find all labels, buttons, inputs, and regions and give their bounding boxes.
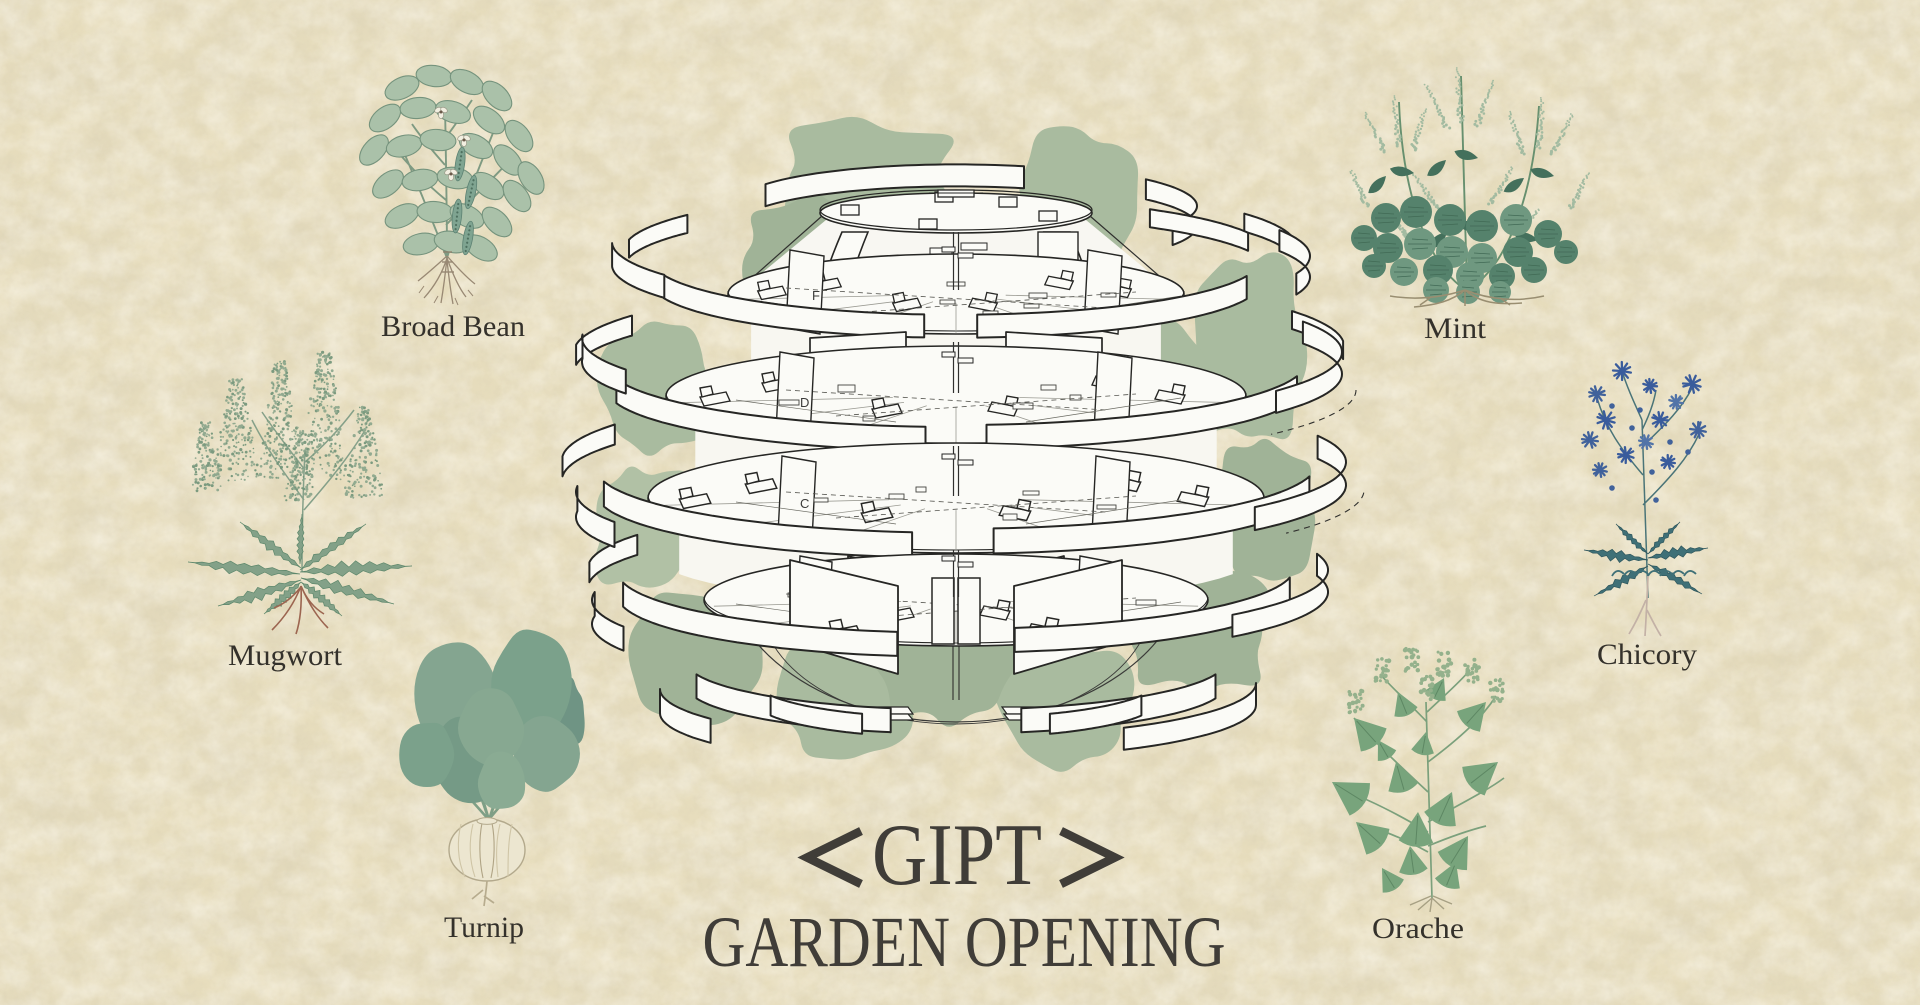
svg-text:Mint: Mint	[1424, 312, 1487, 345]
svg-text:GIPT: GIPT	[872, 807, 1042, 904]
svg-text:GARDEN OPENING: GARDEN OPENING	[703, 902, 1226, 982]
svg-text:D: D	[800, 395, 809, 410]
svg-text:Orache: Orache	[1372, 912, 1464, 945]
svg-text:Turnip: Turnip	[444, 911, 524, 944]
svg-text:Broad Bean: Broad Bean	[381, 310, 525, 343]
svg-text:C: C	[800, 496, 809, 511]
svg-text:Mugwort: Mugwort	[228, 639, 343, 672]
svg-text:F: F	[812, 288, 820, 303]
svg-text:Chicory: Chicory	[1597, 638, 1697, 671]
